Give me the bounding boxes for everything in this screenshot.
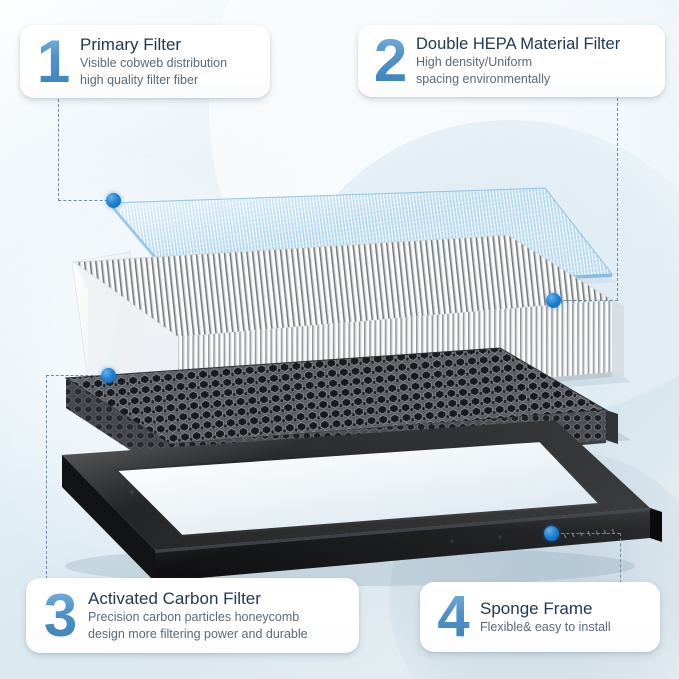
callout-text-4: Sponge Frame Flexible& easy to install xyxy=(480,599,652,635)
callout-desc-3-line2: design more filtering power and durable xyxy=(88,626,308,641)
frame-top-face xyxy=(62,420,650,550)
callout-title-1: Primary Filter xyxy=(80,35,182,55)
carbon-right-face xyxy=(606,410,618,444)
callout-text-1: Primary Filter Visible cobweb distributi… xyxy=(80,35,260,88)
hepa-filter-marker[interactable] xyxy=(546,293,561,308)
callout-hepa-filter[interactable]: 2 Double HEPA Material Filter High densi… xyxy=(358,25,665,97)
callout-text-3: Activated Carbon Filter Precision carbon… xyxy=(88,589,351,642)
frame-front-face xyxy=(155,508,650,582)
callout-number-3: 3 xyxy=(38,585,82,646)
sponge-frame-layer xyxy=(62,420,662,586)
callout-number-4: 4 xyxy=(432,588,474,646)
callout-activated-carbon-filter[interactable]: 3 Activated Carbon Filter Precision carb… xyxy=(26,578,359,653)
hepa-right-side xyxy=(612,300,624,377)
callout-text-2: Double HEPA Material Filter High density… xyxy=(416,35,657,87)
frame-emboss-dot-1 xyxy=(450,539,454,543)
callout-desc-1-line2: high quality filter fiber xyxy=(80,72,199,87)
callout-primary-filter[interactable]: 1 Primary Filter Visible cobweb distribu… xyxy=(20,25,270,98)
frame-edge-highlight xyxy=(155,508,650,553)
callout-desc-2-line2: spacing environmentally xyxy=(416,71,551,86)
carbon-filter-marker[interactable] xyxy=(101,368,116,383)
frame-left-face xyxy=(62,455,155,582)
callout-desc-4-line1: Flexible& easy to install xyxy=(480,619,611,634)
callout-title-2: Double HEPA Material Filter xyxy=(416,35,621,54)
frame-emboss-dot-2 xyxy=(498,535,502,539)
callout-number-2: 2 xyxy=(370,31,410,91)
callout-desc-2-line1: High density/Uniform xyxy=(416,55,533,70)
primary-filter-marker[interactable] xyxy=(106,193,121,208)
sponge-frame-marker[interactable] xyxy=(544,526,559,541)
frame-right-face xyxy=(650,508,662,542)
callout-title-4: Sponge Frame xyxy=(480,598,593,618)
callout-desc-3-line1: Precision carbon particles honeycomb xyxy=(88,610,300,625)
callout-title-3: Activated Carbon Filter xyxy=(88,589,261,609)
callout-number-1: 1 xyxy=(32,31,74,92)
hepa-top-face xyxy=(72,234,614,338)
carbon-top-face xyxy=(64,347,608,445)
callout-desc-1-line1: Visible cobweb distribution xyxy=(80,56,228,71)
callout-sponge-frame[interactable]: 4 Sponge Frame Flexible& easy to install xyxy=(420,582,660,652)
frame-emboss-dot-3 xyxy=(130,490,134,494)
